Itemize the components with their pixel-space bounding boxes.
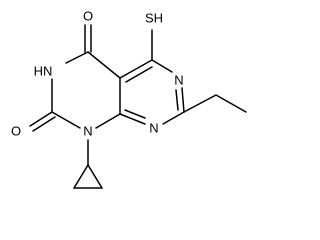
bond-n6-c7-inner	[175, 89, 179, 111]
bond-c2-n1	[51, 111, 81, 129]
atom-label-o-top: O	[83, 9, 93, 24]
molecule-structure: O O HN SH N N N	[11, 9, 247, 189]
bond-c4a-c4	[87, 51, 121, 79]
bond-c2-o-b	[32, 116, 56, 132]
bond-c4a-c5-inner	[125, 66, 153, 83]
atom-label-n1: N	[83, 124, 92, 139]
bond-c7-n8	[162, 111, 185, 125]
bond-c5-n6	[151, 59, 173, 73]
bond-n8-c8a-inner	[124, 109, 146, 119]
bond-cyclopropyl-left	[73, 164, 89, 189]
bond-cyclopropyl-right	[87, 164, 103, 189]
bond-n8-c8a	[119, 113, 146, 125]
atom-label-sh: SH	[145, 11, 163, 26]
bond-n1-c8a	[95, 113, 121, 129]
bond-ch2-ch3	[215, 94, 247, 113]
atom-label-o-left: O	[11, 124, 21, 139]
bond-c2-o-a	[29, 111, 53, 127]
bond-c4a-c5	[119, 59, 153, 79]
atom-label-nh: HN	[34, 64, 53, 79]
atom-label-n-ring-bottom: N	[149, 121, 158, 136]
bond-c7-ch2	[183, 94, 217, 113]
atom-label-n-ring-right: N	[174, 73, 183, 88]
bond-c4-n3	[65, 51, 89, 64]
bond-n6-c7	[181, 87, 185, 113]
